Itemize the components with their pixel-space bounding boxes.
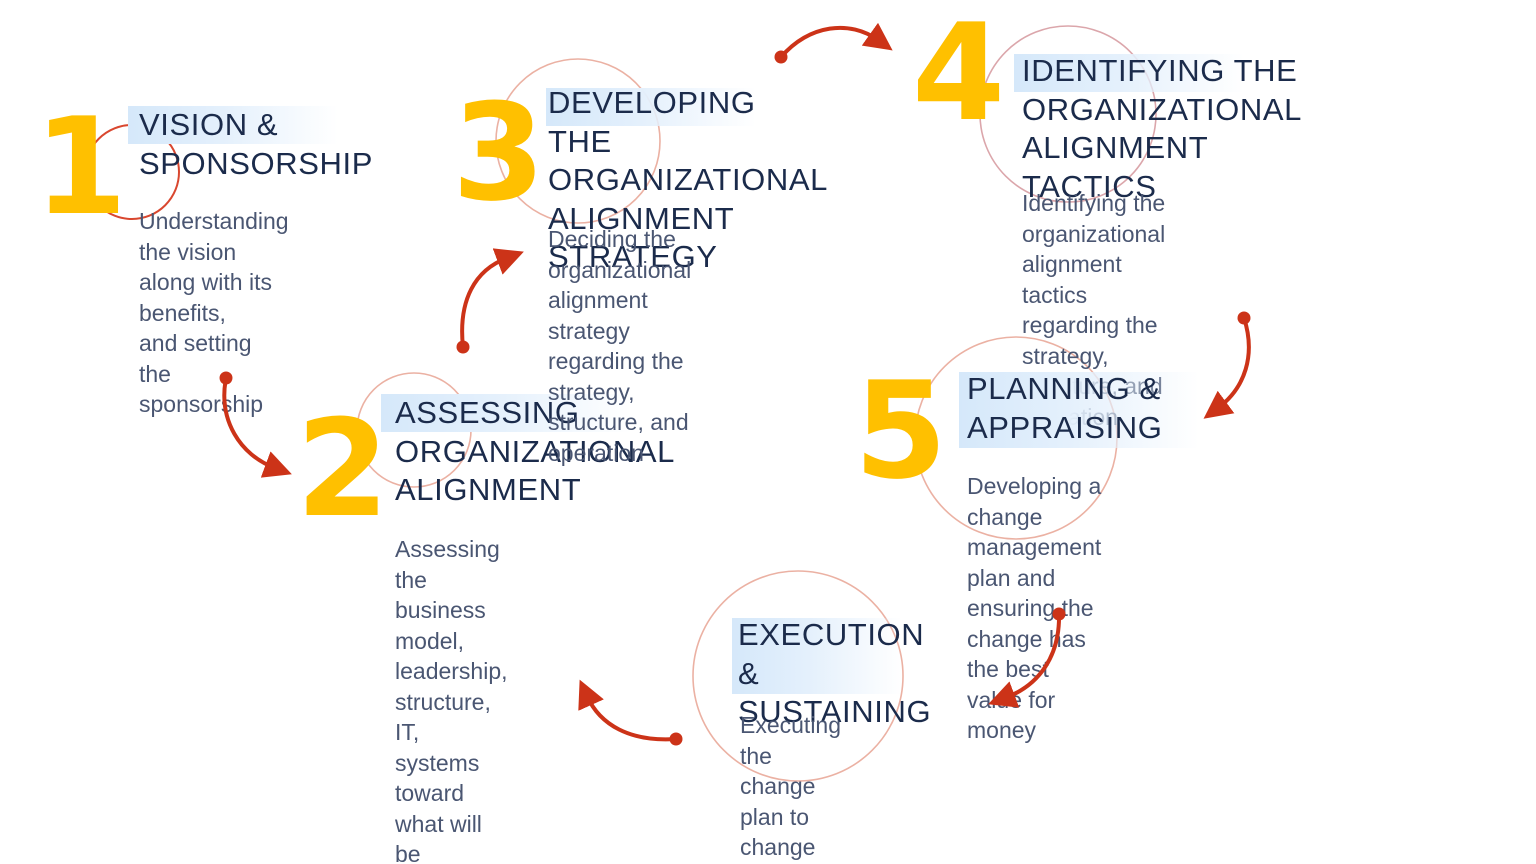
step-description: Understanding the vision along with its … [139, 208, 289, 417]
step-description: Assessing the business model, leadership… [395, 536, 508, 864]
step-number: 2 [296, 391, 389, 547]
title-highlight [1014, 54, 1244, 92]
curved-arrow-icon [774, 22, 893, 64]
title-highlight [732, 618, 902, 694]
step-title: VISION & SPONSORSHIP [139, 107, 373, 181]
step-title: IDENTIFYING THE ORGANIZATIONAL ALIGNMENT… [1022, 53, 1302, 204]
step-title: EXECUTION & SUSTAINING [738, 617, 932, 729]
title-highlight [381, 394, 631, 432]
step-description: Executing the change plan to change and … [740, 712, 842, 860]
step-number: 5 [854, 353, 947, 509]
step-title: DEVELOPING THE ORGANIZATIONAL ALIGNMENT … [548, 85, 828, 274]
step-description: Deciding the organizational alignment st… [548, 226, 692, 466]
step-title: PLANNING & APPRAISING [967, 371, 1163, 445]
curved-arrow-icon [1203, 311, 1251, 419]
step-description: Developing a change management plan and … [967, 473, 1102, 743]
title-highlight [128, 106, 338, 144]
step-number: 1 [34, 89, 127, 245]
curved-arrow-icon [456, 248, 524, 354]
step-number: 3 [452, 75, 545, 231]
curved-arrow-icon [578, 679, 683, 746]
title-highlight [546, 88, 756, 126]
title-highlight [959, 372, 1199, 448]
step-title: ASSESSING ORGANIZATIONAL ALIGNMENT [395, 395, 675, 507]
step-number: 4 [912, 0, 1005, 151]
